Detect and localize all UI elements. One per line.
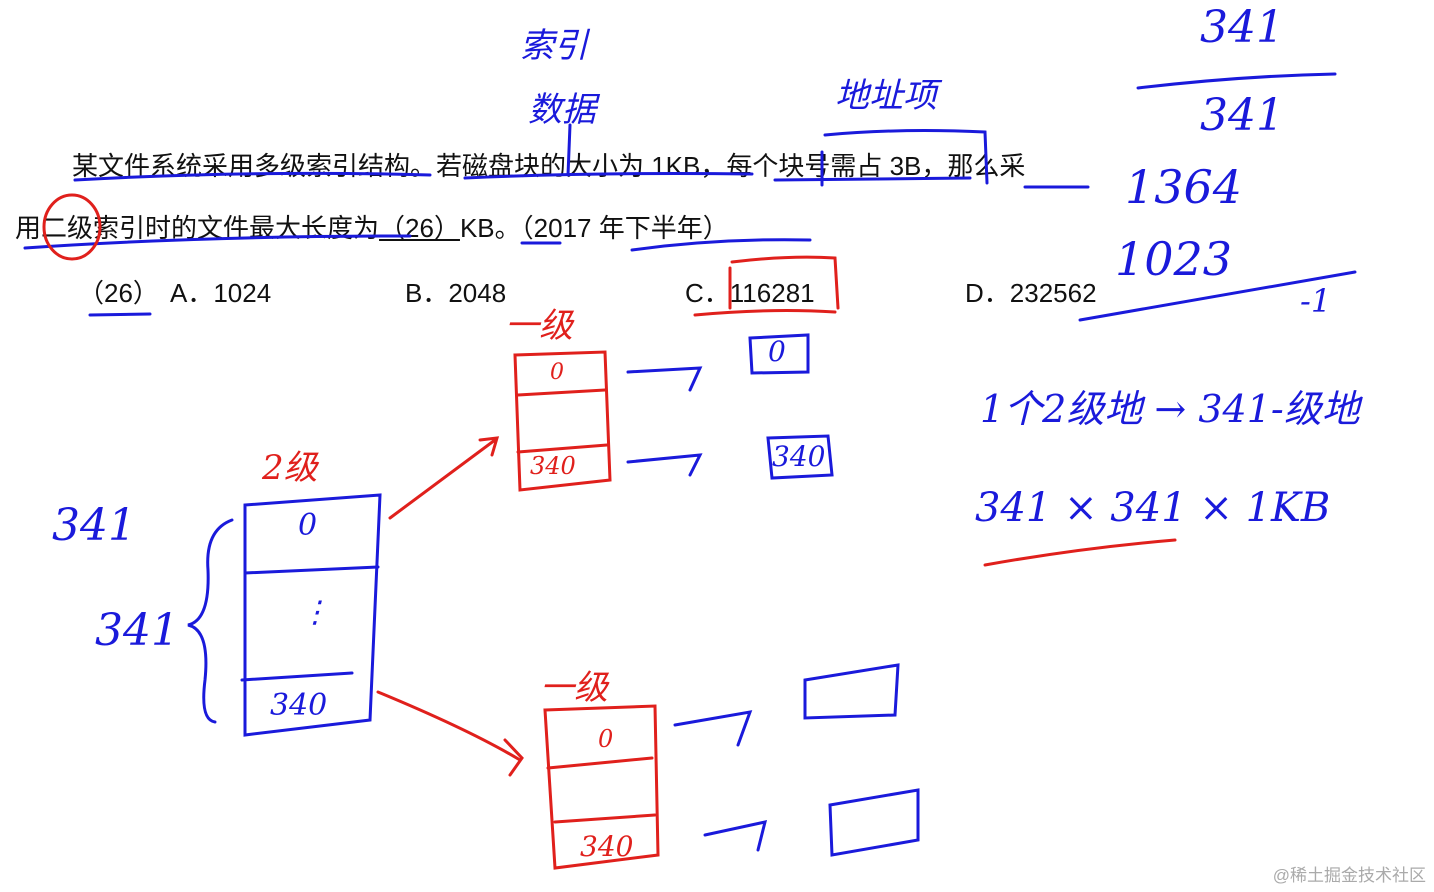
note-1: 1个2级地 → 341-级地	[980, 387, 1360, 431]
option-d: D．232562	[965, 278, 1097, 308]
top-cell-0: 0	[550, 360, 564, 385]
option-b: B．2048	[405, 278, 507, 308]
big-cell-dots: ⋮	[300, 595, 330, 630]
left-341-b: 341	[95, 605, 179, 656]
option-number: （26）	[78, 278, 159, 308]
calc-top: 341	[1200, 2, 1284, 53]
answer-blank: （26）	[379, 213, 460, 243]
big-cell-0: 0	[298, 508, 318, 543]
question-line-2: 用二级索引时的文件最大长度为（26）KB。（2017 年下半年）	[15, 208, 729, 245]
left-341-a: 341	[52, 500, 136, 551]
text: 用	[15, 213, 42, 243]
note-2: 341 × 341 × 1KB	[975, 485, 1331, 531]
top-cell-340: 340	[530, 452, 576, 480]
calc-4: 1023	[1115, 232, 1233, 286]
block-0: 0	[768, 335, 786, 368]
label-level1-bottom: 一级	[540, 668, 608, 708]
watermark: @稀土掘金技术社区	[1272, 866, 1426, 885]
big-cell-340: 340	[270, 688, 328, 723]
bottom-cell-340: 340	[580, 830, 634, 863]
annotation-data: 数据	[528, 90, 596, 130]
unit: KB。	[459, 213, 521, 243]
calc-minus: -1	[1300, 282, 1332, 320]
option-c-value: 116281	[729, 278, 815, 308]
option-a: A．1024	[170, 278, 272, 308]
block-340: 340	[772, 440, 826, 473]
label-level2: 2级	[262, 448, 318, 488]
calc-3: 1364	[1125, 160, 1243, 214]
source: （2017 年下半年）	[520, 213, 729, 243]
option-c: C．116281	[685, 273, 815, 310]
option-c-label: C．	[685, 278, 730, 308]
bottom-cell-0: 0	[598, 725, 614, 753]
circled-text: 二级	[41, 213, 94, 243]
annotation-index: 索引	[520, 26, 588, 66]
calc-2: 341	[1200, 90, 1284, 141]
annotation-address-item: 地址项	[835, 76, 937, 116]
label-level1-top: 一级	[505, 306, 573, 346]
